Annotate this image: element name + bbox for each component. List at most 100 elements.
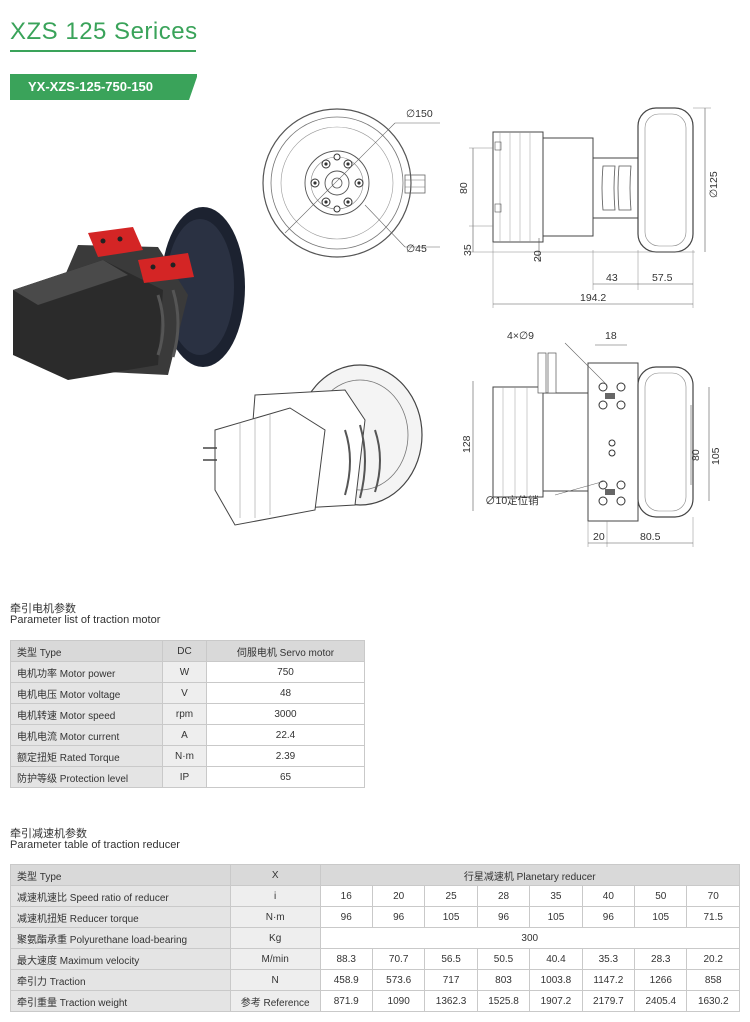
cell: 105 — [424, 906, 478, 928]
table-row: 类型 Type X 行星减速机 Planetary reducer — [10, 864, 741, 886]
cell: 16 — [319, 885, 373, 907]
model-tag: YX-XZS-125-750-150 — [10, 74, 198, 100]
row-unit: 参考 Reference — [229, 990, 321, 1012]
cell: 96 — [319, 906, 373, 928]
row-value: 22.4 — [206, 724, 365, 746]
row-label: 电机电压 Motor voltage — [10, 682, 163, 704]
cell: 35.3 — [581, 948, 636, 970]
cell: 56.5 — [424, 948, 478, 970]
cell: 96 — [371, 906, 426, 928]
row-unit: rpm — [162, 703, 207, 725]
side-h80: 80 — [458, 182, 470, 194]
row-label: 电机电流 Motor current — [10, 724, 163, 746]
side-l43: 43 — [606, 272, 618, 284]
cell: 2179.7 — [581, 990, 636, 1012]
side-h35: 35 — [462, 244, 474, 256]
row-value: 3000 — [206, 703, 365, 725]
bottom-view-drawing: 4×∅9 18 128 80 105 ∅10定位销 20 80.5 — [461, 330, 722, 547]
product-render-bottom — [203, 364, 423, 526]
row-value: 750 — [206, 661, 365, 683]
side-l1942: 194.2 — [580, 292, 606, 304]
cell: 70.7 — [371, 948, 426, 970]
motor-table: 类型 Type DC 伺服电机 Servo motor 电机功率 Motor p… — [10, 640, 365, 788]
row-unit: DC — [162, 640, 207, 662]
row-unit: IP — [162, 766, 207, 788]
row-unit: N — [229, 969, 321, 991]
row-label: 额定扭矩 Rated Torque — [10, 745, 163, 767]
bottom-w18: 18 — [605, 330, 617, 342]
table-row: 聚氨酯承重 Polyurethane load-bearing Kg 300 — [10, 927, 741, 949]
product-render-top — [13, 207, 245, 380]
row-label: 类型 Type — [10, 864, 231, 886]
cell: 25 — [424, 885, 478, 907]
side-view-drawing: 80 35 20 ∅125 43 57.5 194.2 — [458, 107, 720, 308]
cell: 1362.3 — [424, 990, 478, 1012]
bottom-w805: 80.5 — [640, 531, 661, 543]
cell: 50 — [634, 885, 688, 907]
row-unit: V — [162, 682, 207, 704]
row-label: 聚氨酯承重 Polyurethane load-bearing — [10, 927, 231, 949]
motor-section-title-en: Parameter list of traction motor — [10, 614, 161, 626]
row-label: 最大速度 Maximum velocity — [10, 948, 231, 970]
bottom-w20: 20 — [593, 531, 605, 543]
row-value: 48 — [206, 682, 365, 704]
bottom-h80: 80 — [690, 449, 702, 461]
table-row: 最大速度 Maximum velocity M/min 88.3 70.7 56… — [10, 948, 740, 970]
row-unit: W — [162, 661, 207, 683]
cell: 20 — [371, 885, 426, 907]
cell: 300 — [319, 927, 741, 949]
side-h20: 20 — [532, 250, 544, 262]
row-unit: i — [229, 885, 321, 907]
row-value: 行星减速机 Planetary reducer — [319, 864, 741, 886]
cell: 1907.2 — [529, 990, 583, 1012]
table-row: 电机转速 Motor speed rpm 3000 — [10, 703, 365, 725]
row-label: 牵引力 Traction — [10, 969, 231, 991]
table-row: 减速机速比 Speed ratio of reducer i 16 20 25 … — [10, 885, 740, 907]
row-unit: A — [162, 724, 207, 746]
row-label: 减速机速比 Speed ratio of reducer — [10, 885, 231, 907]
cell: 88.3 — [319, 948, 373, 970]
table-row: 牵引力 Traction N 458.9 573.6 717 803 1003.… — [10, 969, 740, 991]
cell: 96 — [476, 906, 531, 928]
row-unit: M/min — [229, 948, 321, 970]
row-unit: N·m — [162, 745, 207, 767]
cell: 105 — [529, 906, 583, 928]
row-unit: Kg — [229, 927, 321, 949]
cell: 871.9 — [319, 990, 373, 1012]
cell: 105 — [634, 906, 688, 928]
bottom-holes: 4×∅9 — [507, 330, 534, 342]
cell: 1147.2 — [581, 969, 636, 991]
cell: 35 — [529, 885, 583, 907]
table-row: 额定扭矩 Rated Torque N·m 2.39 — [10, 745, 365, 767]
side-dia-wheel: ∅125 — [708, 171, 720, 198]
reducer-section-title-en: Parameter table of traction reducer — [10, 839, 180, 851]
front-dia-inner: ∅45 — [406, 243, 427, 255]
front-view-drawing: ∅150 ∅45 — [262, 108, 440, 258]
cell: 71.5 — [686, 906, 740, 928]
cell: 1266 — [634, 969, 688, 991]
table-row: 类型 Type DC 伺服电机 Servo motor — [10, 640, 365, 662]
row-unit: N·m — [229, 906, 321, 928]
row-unit: X — [229, 864, 321, 886]
bottom-h128: 128 — [461, 435, 473, 453]
table-row: 防护等级 Protection level IP 65 — [10, 766, 365, 788]
cell: 803 — [476, 969, 531, 991]
row-value: 65 — [206, 766, 365, 788]
cell: 1630.2 — [686, 990, 740, 1012]
bottom-h105: 105 — [710, 447, 722, 465]
cell: 458.9 — [319, 969, 373, 991]
cell: 1003.8 — [529, 969, 583, 991]
front-dia-outer: ∅150 — [406, 108, 433, 120]
table-row: 减速机扭矩 Reducer torque N·m 96 96 105 96 10… — [10, 906, 740, 928]
cell: 573.6 — [371, 969, 426, 991]
cell: 96 — [581, 906, 636, 928]
reducer-table: 类型 Type X 行星减速机 Planetary reducer 减速机速比 … — [10, 864, 741, 1012]
page-title: XZS 125 Serices — [10, 18, 198, 45]
row-label: 电机功率 Motor power — [10, 661, 163, 683]
row-value: 2.39 — [206, 745, 365, 767]
table-row: 电机电压 Motor voltage V 48 — [10, 682, 365, 704]
table-row: 电机功率 Motor power W 750 — [10, 661, 365, 683]
row-value: 伺服电机 Servo motor — [206, 640, 365, 662]
cell: 717 — [424, 969, 478, 991]
motor-section-title-zh: 牵引电机参数 — [10, 602, 76, 615]
